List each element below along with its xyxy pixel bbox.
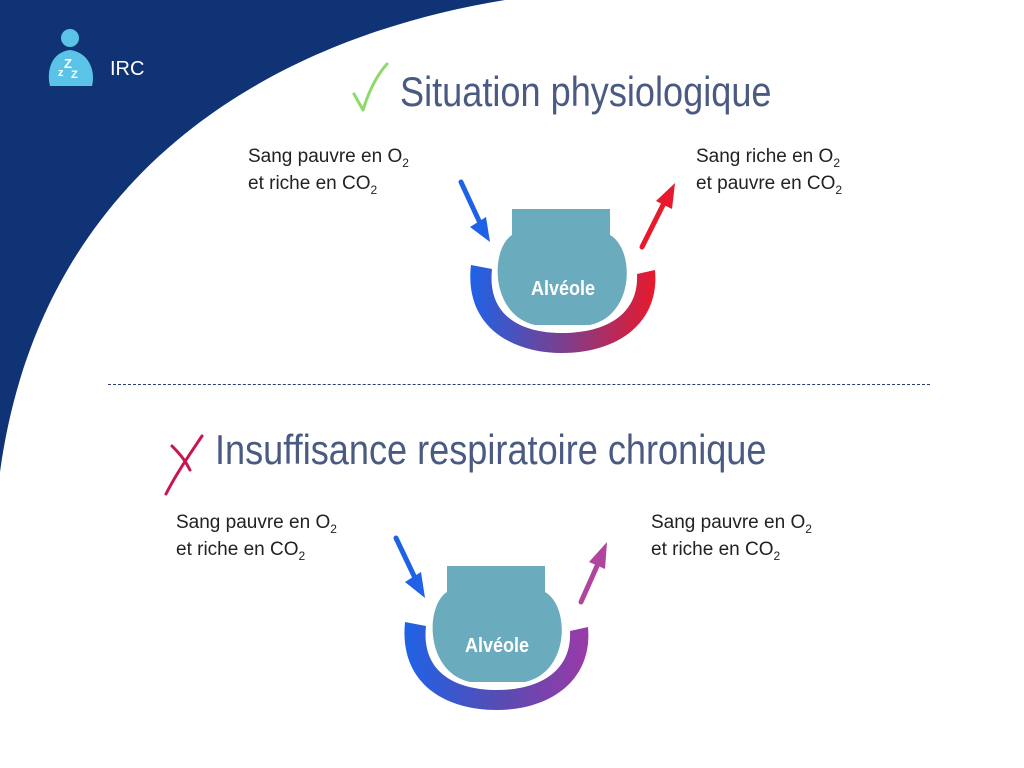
sleeping-person-icon: z Z Z bbox=[44, 26, 100, 90]
alveole-shape bbox=[497, 209, 627, 325]
svg-text:Z: Z bbox=[64, 56, 72, 71]
svg-text:z: z bbox=[58, 67, 64, 79]
checkmark-icon bbox=[352, 62, 389, 112]
arrow-in-icon bbox=[393, 535, 425, 598]
arrow-out-icon bbox=[578, 542, 607, 605]
alveole-shape bbox=[432, 566, 562, 682]
alveole-label: Alvéole bbox=[530, 278, 596, 300]
arrow-in-icon bbox=[458, 179, 490, 242]
section-title: Insuffisance respiratoire chronique bbox=[215, 426, 767, 473]
arrow-out-icon bbox=[639, 183, 675, 250]
gas-exchange-diagram bbox=[458, 179, 675, 353]
logo-text: IRC bbox=[110, 58, 145, 80]
blood-outflow-label: Sang riche en O2 et pauvre en CO2 bbox=[696, 146, 843, 197]
blood-inflow-label: Sang pauvre en O2 et riche en CO2 bbox=[248, 146, 409, 197]
cross-icon bbox=[164, 434, 204, 496]
alveole-label: Alvéole bbox=[464, 635, 530, 657]
svg-text:Z: Z bbox=[71, 69, 78, 81]
gas-exchange-diagram bbox=[393, 535, 607, 710]
blood-outflow-label: Sang pauvre en O2 et riche en CO2 bbox=[651, 512, 812, 563]
section-divider bbox=[108, 384, 930, 385]
blood-inflow-label: Sang pauvre en O2 et riche en CO2 bbox=[176, 512, 337, 563]
capillary-band bbox=[470, 265, 656, 353]
section-title: Situation physiologique bbox=[400, 68, 772, 115]
capillary-band bbox=[404, 622, 589, 710]
